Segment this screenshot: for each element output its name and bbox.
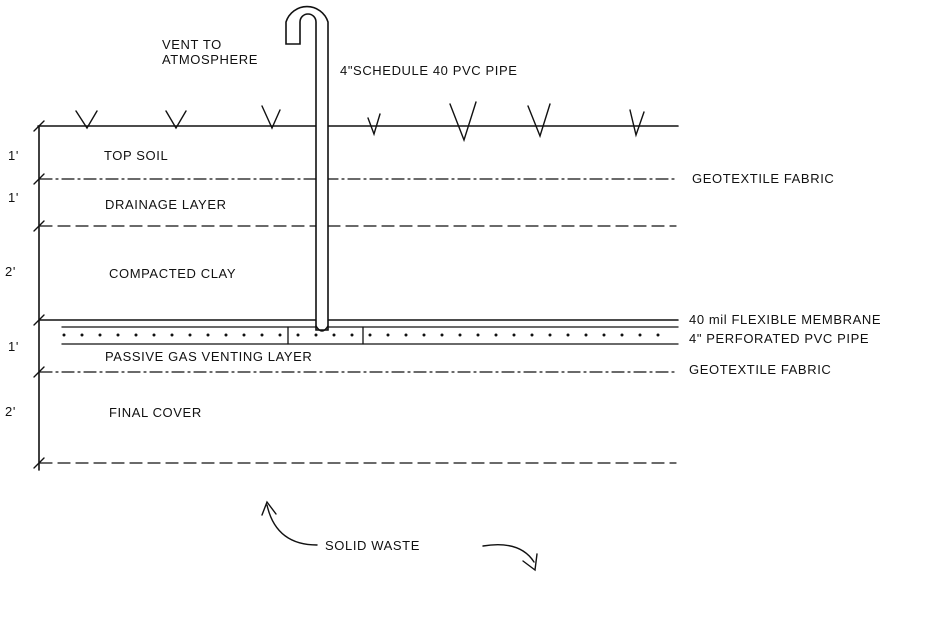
vent-pipe [285, 5, 329, 331]
grass-marks [75, 101, 645, 143]
thickness-final-cover: 2' [5, 404, 16, 419]
layer-clay: COMPACTED CLAY [109, 266, 236, 281]
vent-pipe-collar [287, 326, 364, 345]
callout-perforated-pipe: 4" PERFORATED PVC PIPE [689, 331, 869, 346]
thickness-venting: 1' [8, 339, 19, 354]
layer-drainage: DRAINAGE LAYER [105, 197, 227, 212]
callout-geotextile-top: GEOTEXTILE FABRIC [692, 171, 834, 186]
callout-membrane: 40 mil FLEXIBLE MEMBRANE [689, 312, 881, 327]
thickness-drainage: 1' [8, 190, 19, 205]
layer-top-soil: TOP SOIL [104, 148, 168, 163]
thickness-clay: 2' [5, 264, 16, 279]
vent-label-line2: ATMOSPHERE [162, 52, 258, 67]
thickness-top-soil: 1' [8, 148, 19, 163]
layer-final-cover: FINAL COVER [109, 405, 202, 420]
vent-label-line1: VENT TO [162, 37, 222, 52]
left-curved-arrow-icon [261, 500, 318, 546]
thickness-dimension [33, 120, 45, 471]
vent-pipe-bottom-cap [315, 325, 329, 332]
right-curved-arrow-icon [482, 544, 538, 572]
callout-geotextile-bottom: GEOTEXTILE FABRIC [689, 362, 831, 377]
solid-waste-label: SOLID WASTE [325, 538, 420, 553]
pipe-label: 4"SCHEDULE 40 PVC PIPE [340, 63, 518, 78]
layer-venting: PASSIVE GAS VENTING LAYER [105, 349, 312, 364]
